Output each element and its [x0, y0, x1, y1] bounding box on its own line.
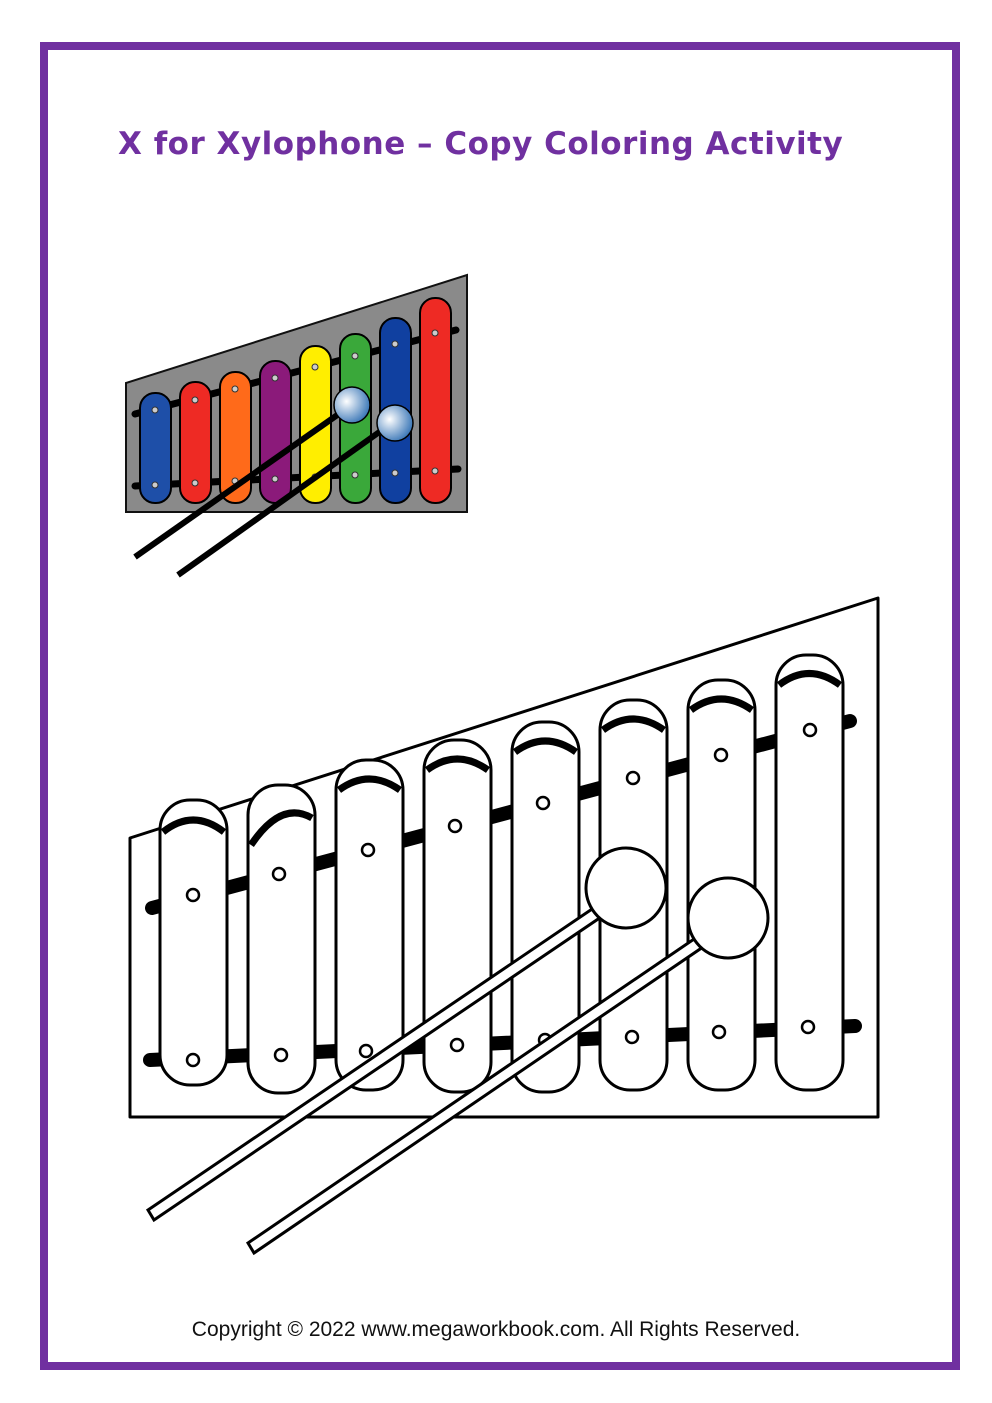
outline-xylophone	[128, 596, 880, 1256]
page-title: X for Xylophone – Copy Coloring Activity	[118, 126, 844, 162]
page-border	[40, 42, 960, 1370]
colored-xylophone	[125, 273, 468, 578]
copyright-footer: Copyright © 2022 www.megaworkbook.com. A…	[191, 1318, 801, 1341]
